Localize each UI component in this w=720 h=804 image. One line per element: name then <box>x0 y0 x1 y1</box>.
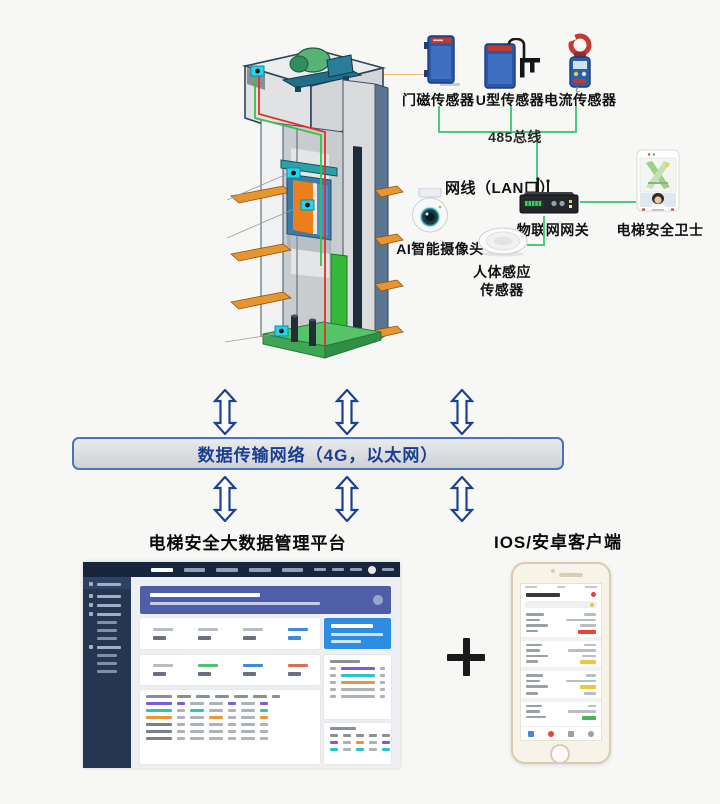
phone-camera-dot <box>551 569 555 573</box>
safety-guard-device-image <box>636 149 680 212</box>
phone-list-group <box>521 641 601 671</box>
body-sensor-riser-line <box>543 216 545 246</box>
body-sensor-label-line1: 人体感应 <box>473 264 531 280</box>
updown-arrow-icon <box>335 476 359 522</box>
bus-drop-line-1 <box>438 106 440 132</box>
data-network-bar: 数据传输网络（4G，以太网） <box>72 437 564 470</box>
mini-table-card <box>324 723 391 764</box>
phone-list-group <box>521 610 601 641</box>
phone-screen <box>520 583 602 741</box>
dashboard-content <box>131 577 400 768</box>
phone-home-button <box>550 744 570 764</box>
stat-card-row2 <box>140 655 320 685</box>
phone-speaker <box>559 573 583 577</box>
data-table-card <box>140 690 320 764</box>
dashboard-sidebar <box>83 577 131 768</box>
dashboard-screenshot <box>83 562 400 768</box>
ai-camera-icon <box>412 188 448 233</box>
body-motion-sensor-icon <box>478 227 528 257</box>
stat-card-row1 <box>140 618 320 649</box>
iot-gateway-label: 物联网网关 <box>516 222 590 238</box>
updown-arrow-icon <box>450 389 474 435</box>
updown-arrow-icon <box>213 389 237 435</box>
notification-dot <box>591 592 596 597</box>
gateway-to-guard-line <box>580 201 636 203</box>
platform-title: 电梯安全大数据管理平台 <box>148 534 347 553</box>
current-clamp-sensor-image <box>565 32 592 92</box>
bus-to-gateway-line <box>536 131 538 195</box>
phone-tab-bar <box>521 726 601 740</box>
body-sensor-label-line2: 传感器 <box>480 282 524 298</box>
alert-list-card <box>324 655 391 719</box>
bus-drop-line-3 <box>575 106 577 132</box>
elevator-illustration <box>225 47 404 359</box>
data-network-bar-label: 数据传输网络（4G，以太网） <box>197 446 439 465</box>
bus-485-label: 485总线 <box>488 129 542 145</box>
updown-arrow-icon <box>335 389 359 435</box>
bus-drop-line-2 <box>510 106 512 132</box>
updown-arrow-icon <box>450 476 474 522</box>
safety-guard-label: 电梯安全卫士 <box>616 222 704 238</box>
phone-list-group <box>521 702 601 720</box>
dashboard-banner <box>140 586 391 614</box>
u-type-sensor-label: U型传感器 <box>475 92 545 108</box>
highlight-blue-card <box>324 618 391 649</box>
door-magnet-sensor-label: 门磁传感器 <box>402 92 475 108</box>
client-title: IOS/安卓客户端 <box>493 533 622 552</box>
door-magnet-sensor-image <box>424 35 460 86</box>
current-sensor-label: 电流传感器 <box>544 92 617 108</box>
dashboard-topbar <box>83 562 400 577</box>
avatar <box>368 565 377 574</box>
iot-gateway-image <box>519 177 579 214</box>
body-sensor-link-line <box>527 244 545 246</box>
phone-search-bar <box>525 601 597 608</box>
updown-arrow-icon <box>213 476 237 522</box>
ai-camera-label: AI智能摄像头 <box>396 241 484 257</box>
phone-mockup <box>511 562 611 764</box>
bus-horizontal-line <box>438 131 577 133</box>
plus-sign <box>447 638 485 676</box>
u-type-sensor-image <box>484 38 540 89</box>
phone-list-group <box>521 671 601 702</box>
